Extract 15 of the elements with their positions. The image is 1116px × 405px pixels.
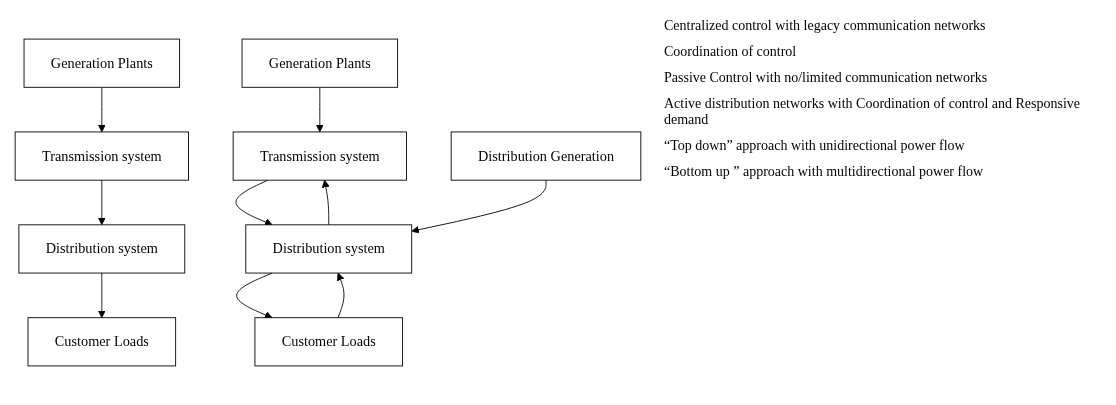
node-box: Distribution system (18, 224, 186, 274)
note-text: Coordination of control (664, 44, 798, 60)
node-box: Transmission system (14, 131, 189, 181)
node-box: Customer Loads (27, 317, 177, 367)
node-box: Generation Plants (23, 38, 181, 88)
note-text: Passive Control with no/limited communication networks (664, 70, 989, 86)
node-box: Distribution system (245, 224, 413, 274)
node-box: Generation Plants (241, 38, 399, 88)
node-box: Transmission system (232, 131, 407, 181)
note-text: “Bottom up ” approach with multidirectional power flow (664, 164, 985, 180)
node-box: Customer Loads (254, 317, 404, 367)
node-box: Distribution Generation (450, 131, 642, 181)
note-text: Centralized control with legacy communication networks (664, 18, 987, 34)
note-text: Active distribution networks with Coordination of control and Responsive demand (664, 96, 1082, 128)
note-text: “Top down” approach with unidirectional power flow (664, 138, 966, 154)
